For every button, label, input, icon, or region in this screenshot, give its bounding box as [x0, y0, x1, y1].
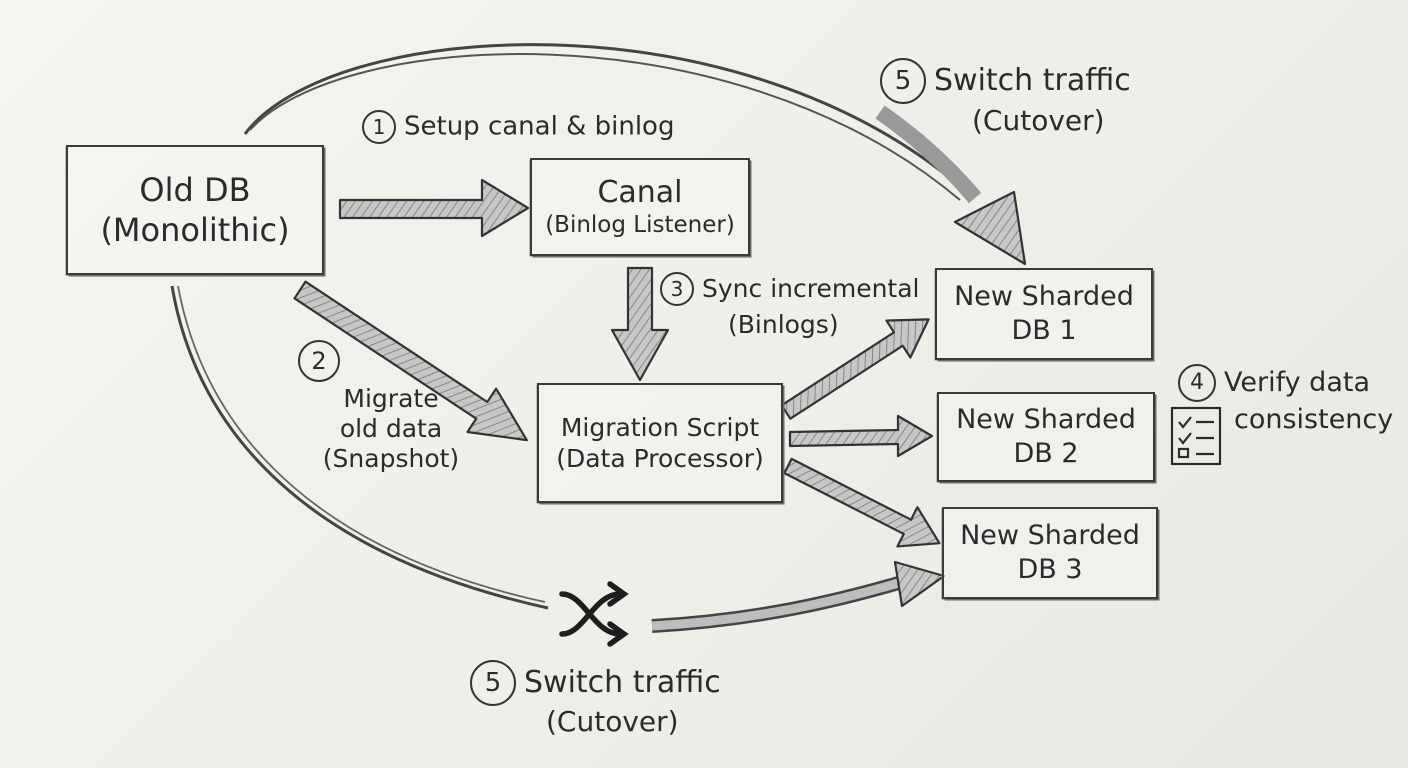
step5-bottom-number-badge: 5 — [470, 660, 516, 706]
arrow-olddb-to-canal — [338, 178, 530, 238]
shard-db-1-node: New Sharded DB 1 — [935, 268, 1153, 360]
step1-text: Setup canal & binlog — [404, 111, 675, 142]
arrow-migration-to-shard1 — [780, 318, 930, 420]
old-db-node: Old DB (Monolithic) — [66, 145, 324, 275]
shard2-title: New Sharded — [956, 404, 1136, 436]
shard3-title: New Sharded — [960, 520, 1140, 552]
step1-label: 1 Setup canal & binlog — [362, 110, 674, 144]
step3-line2: (Binlogs) — [728, 310, 839, 339]
step5-top-line2: (Cutover) — [972, 104, 1105, 137]
step4-number-badge: 4 — [1178, 364, 1216, 402]
migration-script-node: Migration Script (Data Processor) — [537, 383, 783, 503]
shard3-subtitle: DB 3 — [1017, 554, 1083, 585]
migration-title: Migration Script — [560, 412, 760, 442]
step3-label: 3 Sync incremental — [660, 272, 920, 306]
step2-number: 2 — [298, 340, 340, 382]
arrow-canal-to-migration — [610, 266, 670, 382]
step4-line1: Verify data — [1224, 366, 1370, 398]
shard2-subtitle: DB 2 — [1013, 438, 1079, 469]
step5-bottom-line1: Switch traffic — [524, 665, 721, 700]
shard-db-3-node: New Sharded DB 3 — [942, 507, 1158, 599]
migration-subtitle: (Data Processor) — [556, 444, 764, 473]
arrow-cutover-top — [243, 43, 1027, 266]
canal-node: Canal (Binlog Listener) — [530, 158, 750, 256]
arrow-migration-to-shard2 — [788, 414, 934, 458]
step2-text: Migrate old data (Snapshot) — [322, 384, 460, 473]
step3-number-badge: 3 — [660, 272, 694, 306]
shard1-title: New Sharded — [954, 281, 1134, 313]
step1-number-badge: 1 — [362, 110, 396, 144]
arrow-cutover-bottom — [170, 285, 946, 633]
shard-db-2-node: New Sharded DB 2 — [937, 392, 1155, 482]
old-db-subtitle: (Monolithic) — [100, 211, 290, 249]
step5-top-line1: Switch traffic — [934, 63, 1131, 98]
arrow-olddb-to-migration — [293, 280, 528, 442]
step5-bottom-line2: (Cutover) — [546, 705, 679, 738]
shuffle-icon — [559, 581, 629, 647]
step3-line1: Sync incremental — [702, 274, 920, 303]
arrow-migration-to-shard3 — [783, 457, 941, 548]
step4-line2: consistency — [1234, 404, 1394, 435]
canal-subtitle: (Binlog Listener) — [545, 212, 735, 239]
old-db-title: Old DB — [139, 171, 251, 209]
step5-top-number-badge: 5 — [880, 58, 926, 104]
shard1-subtitle: DB 1 — [1011, 315, 1077, 346]
canal-title: Canal — [597, 174, 683, 210]
checklist-icon — [1170, 406, 1222, 466]
